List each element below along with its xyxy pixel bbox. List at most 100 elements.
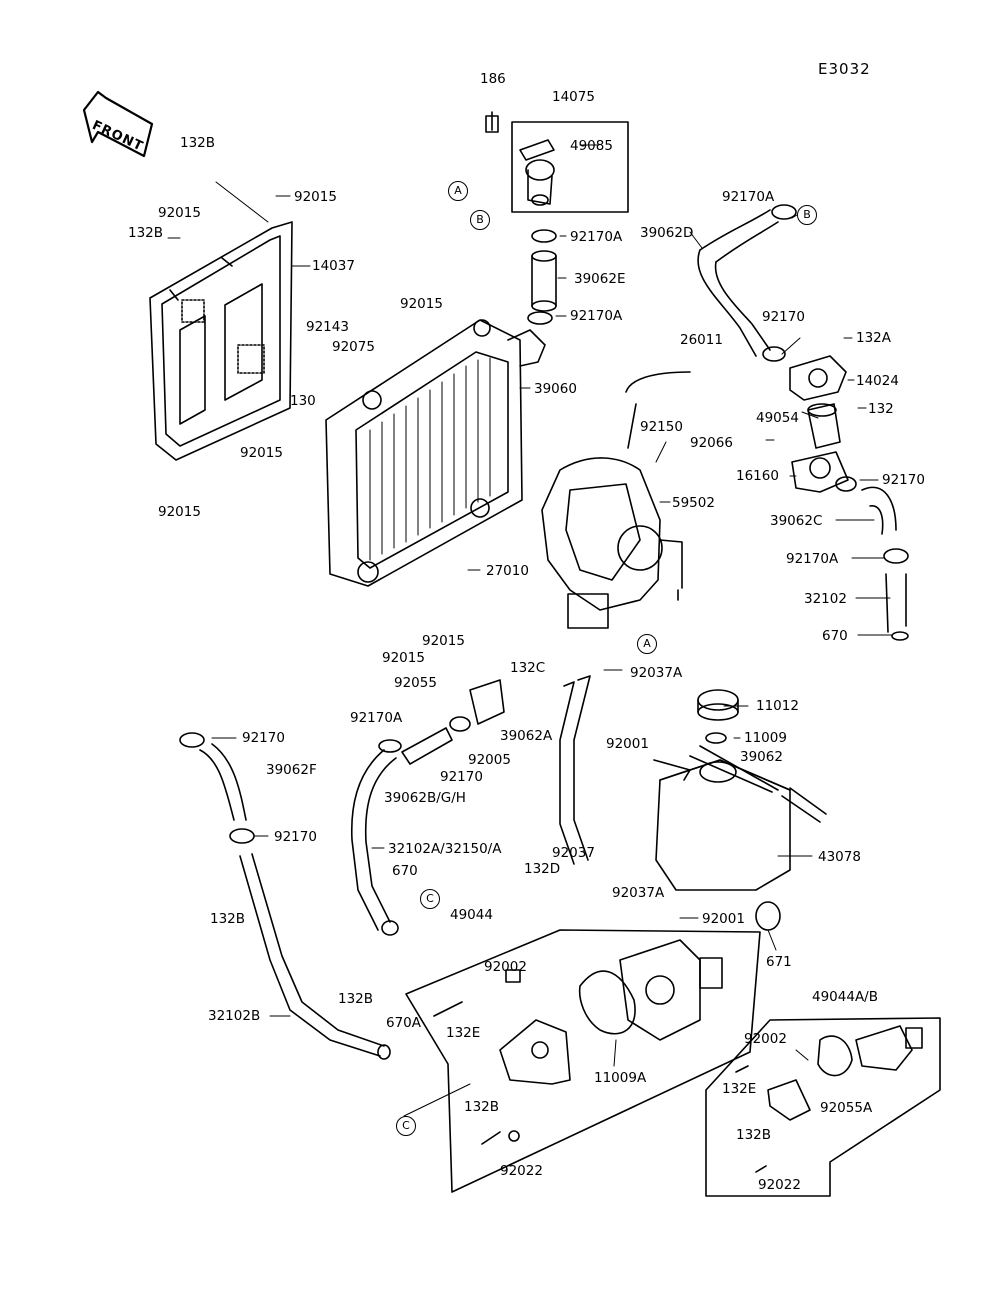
part-92002-a: 92002 [484,959,527,975]
water-pump-group-ab [705,1017,941,1197]
callout-b-left: B [470,210,490,230]
reserve-tank [653,689,827,891]
part-11009: 11009 [744,730,787,746]
part-49044ab: 49044A/B [812,989,878,1005]
part-92170a-b: 92170A [570,308,623,324]
part-130: 130 [290,393,316,409]
part-92170-a: 92170 [762,309,805,325]
part-186: 186 [480,71,506,87]
part-26011: 26011 [680,332,723,348]
pipe-32102a [350,739,402,936]
part-132b-d: 132B [338,991,374,1007]
part-132b-e: 132B [464,1099,500,1115]
pipe-32102b [239,853,391,1060]
part-92002-b: 92002 [744,1031,787,1047]
part-49054: 49054 [756,410,799,426]
part-132b-c: 132B [210,911,246,927]
part-39062a: 39062A [500,728,553,744]
part-92015-a: 92015 [294,189,337,205]
thermostat-housing [789,355,857,493]
part-92170a-d: 92170A [786,551,839,567]
part-39062d: 39062D [640,225,694,241]
part-132d: 132D [524,861,561,877]
part-132e-b: 132E [722,1081,757,1097]
part-671: 671 [766,954,792,970]
part-92150: 92150 [640,419,683,435]
part-132c: 132C [510,660,546,676]
part-39062e: 39062E [574,271,626,287]
part-132b-f: 132B [736,1127,772,1143]
part-92170-c: 92170 [242,730,285,746]
part-39062: 39062 [740,749,783,765]
part-92170-b: 92170 [882,472,925,488]
hose-39062bgh [401,679,505,765]
part-92055: 92055 [394,675,437,691]
part-132: 132 [868,401,894,417]
part-92170-d: 92170 [440,769,483,785]
filler-neck [485,111,629,213]
part-92015-e: 92015 [158,504,201,520]
part-92037a-a: 92037A [630,665,683,681]
radiator-shroud [149,221,293,461]
part-39062f: 39062F [266,762,317,778]
part-39062c: 39062C [770,513,823,529]
part-32102a: 32102A/32150/A [388,841,502,857]
part-11012: 11012 [756,698,799,714]
part-39062bgh: 39062B/G/H [384,790,466,806]
water-pump-group [405,901,781,1193]
part-92022-b: 92022 [758,1177,801,1193]
radiator-fan [541,371,691,629]
part-92066: 92066 [690,435,733,451]
part-92015-b: 92015 [158,205,201,221]
callout-a-mid: A [637,634,657,654]
part-132b-b: 132B [128,225,164,241]
part-14024: 14024 [856,373,899,389]
hose-39062d [697,204,797,362]
part-92037: 92037 [552,845,595,861]
part-132e-a: 132E [446,1025,481,1041]
part-32102b: 32102B [208,1008,261,1024]
part-92005: 92005 [468,752,511,768]
hose-39062e [527,229,557,325]
diagram-code: E3032 [818,60,871,78]
callout-c-mid: C [420,889,440,909]
part-92015-d: 92015 [240,445,283,461]
part-670-a: 670 [822,628,848,644]
leader-lines [167,144,893,1117]
part-92055a: 92055A [820,1100,873,1116]
part-11009a: 11009A [594,1070,647,1086]
part-92022-a: 92022 [500,1163,543,1179]
part-92170-e: 92170 [274,829,317,845]
part-59502: 59502 [672,495,715,511]
callout-a-top: A [448,181,468,201]
part-92015-g: 92015 [382,650,425,666]
part-92143: 92143 [306,319,349,335]
part-14075: 14075 [552,89,595,105]
part-670-b: 670 [392,863,418,879]
part-49085: 49085 [570,138,613,154]
part-92015-c: 92015 [400,296,443,312]
part-132b-top: 132B [180,135,216,151]
callout-b-right: B [797,205,817,225]
part-92170a-e: 92170A [350,710,403,726]
part-92001-b: 92001 [702,911,745,927]
part-92170a-c: 92170A [722,189,775,205]
part-43078: 43078 [818,849,861,865]
radiator [325,319,546,587]
part-39060: 39060 [534,381,577,397]
hose-39062a [559,675,591,865]
part-14037: 14037 [312,258,355,274]
hose-39062f [179,732,255,844]
part-49044: 49044 [450,907,493,923]
part-16160: 16160 [736,468,779,484]
part-92015-f: 92015 [422,633,465,649]
water-pipe [861,486,909,641]
front-arrow-icon [82,90,154,158]
part-132a: 132A [856,330,892,346]
part-670a: 670A [386,1015,422,1031]
part-32102: 32102 [804,591,847,607]
part-92075: 92075 [332,339,375,355]
part-92037a-b: 92037A [612,885,665,901]
part-92001-a: 92001 [606,736,649,752]
